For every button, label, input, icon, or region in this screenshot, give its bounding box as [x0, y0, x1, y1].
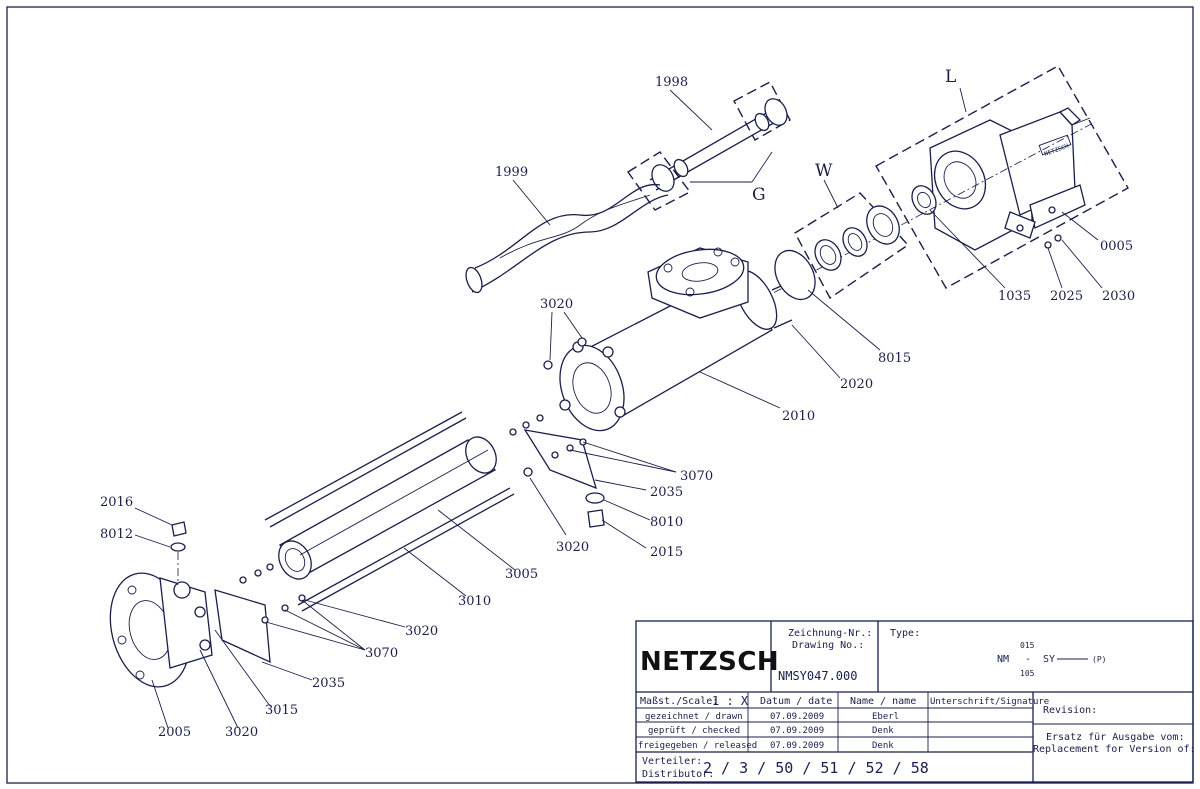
callout-2020: 2020: [840, 377, 873, 392]
scale-label: Maßst./Scale:: [640, 696, 718, 707]
distributor-label-de: Verteiler:: [642, 756, 702, 767]
type-p: (P): [1092, 655, 1106, 664]
revision-label: Revision:: [1043, 705, 1097, 716]
callout-3020-top: 3020: [540, 297, 573, 312]
type-dash: -: [1025, 654, 1031, 665]
callout-1035: 1035: [998, 289, 1031, 304]
distributor-values: 2 / 3 / 50 / 51 / 52 / 58: [703, 759, 929, 777]
callout-3010: 3010: [458, 594, 491, 609]
callout-2030: 2030: [1102, 289, 1135, 304]
callout-2005: 2005: [158, 725, 191, 740]
callout-L: L: [945, 67, 956, 87]
coupling-rod-part: [626, 81, 791, 211]
suction-housing-part: [559, 247, 778, 432]
rotor-part: [465, 184, 669, 294]
row-drawn-name: Eberl: [872, 712, 899, 722]
row-drawn-date: 07.09.2009: [770, 712, 824, 722]
shaft-seal-part: [794, 192, 910, 300]
callout-W: W: [815, 161, 833, 181]
callout-2035-lower: 2035: [312, 676, 345, 691]
row-checked-name: Denk: [872, 726, 894, 736]
stator-part: [278, 436, 497, 580]
callout-0005: 0005: [1100, 239, 1133, 254]
callout-3020-bottom: 3020: [225, 725, 258, 740]
row-released-date: 07.09.2009: [770, 741, 824, 751]
date-header: Datum / date: [760, 696, 832, 707]
type-size-bottom: 105: [1020, 669, 1035, 678]
type-sy: SY: [1043, 654, 1055, 665]
tie-rod-part: [264, 411, 515, 612]
callout-1998: 1998: [655, 75, 688, 90]
callout-2010: 2010: [782, 409, 815, 424]
row-released-name: Denk: [872, 741, 894, 751]
replacement-label-en: Replacement for Version of:: [1033, 744, 1196, 755]
callout-3005: 3005: [505, 567, 538, 582]
callout-3070-lower: 3070: [365, 646, 398, 661]
callout-8012: 8012: [100, 527, 133, 542]
name-header: Name / name: [850, 696, 916, 707]
row-checked-date: 07.09.2009: [770, 726, 824, 736]
type-nm: NM: [997, 654, 1009, 665]
row-released-label: freigegeben / released: [638, 741, 757, 751]
callout-G: G: [752, 185, 766, 205]
callout-3020-mid: 3020: [556, 540, 589, 555]
title-block: [635, 620, 1194, 783]
drawing-no-label-de: Zeichnung-Nr.:: [788, 628, 872, 639]
fastener-part: [239, 234, 1062, 624]
netzsch-logo: NETZSCH: [640, 647, 779, 677]
callout-2035-top: 2035: [650, 485, 683, 500]
drawing-no-label-en: Drawing No.:: [792, 640, 864, 651]
callout-3020-lower: 3020: [405, 624, 438, 639]
callout-8015: 8015: [878, 351, 911, 366]
callout-3070-top: 3070: [680, 469, 713, 484]
callout-8010: 8010: [650, 515, 683, 530]
callout-2025: 2025: [1050, 289, 1083, 304]
signature-header: Unterschrift/Signature: [930, 697, 1049, 707]
drive-unit-part: NETZSCH: [875, 65, 1129, 289]
callout-1999: 1999: [495, 165, 528, 180]
leader-lines: [134, 87, 1103, 729]
drawing-frame: [6, 6, 1194, 784]
drawing-number: NMSY047.000: [778, 669, 857, 683]
row-drawn-label: gezeichnet / drawn: [645, 712, 743, 722]
callout-3015: 3015: [265, 703, 298, 718]
row-checked-label: geprüft / checked: [648, 726, 740, 736]
callout-2016: 2016: [100, 495, 133, 510]
type-label: Type:: [890, 628, 920, 639]
scale-value: 1 : X: [712, 694, 749, 708]
type-size-top: 015: [1020, 641, 1035, 650]
replacement-label-de: Ersatz für Ausgabe vom:: [1046, 732, 1184, 743]
pressure-flange-part: [109, 572, 213, 688]
distributor-label-en: Distributor:: [642, 769, 714, 780]
callout-2015: 2015: [650, 545, 683, 560]
